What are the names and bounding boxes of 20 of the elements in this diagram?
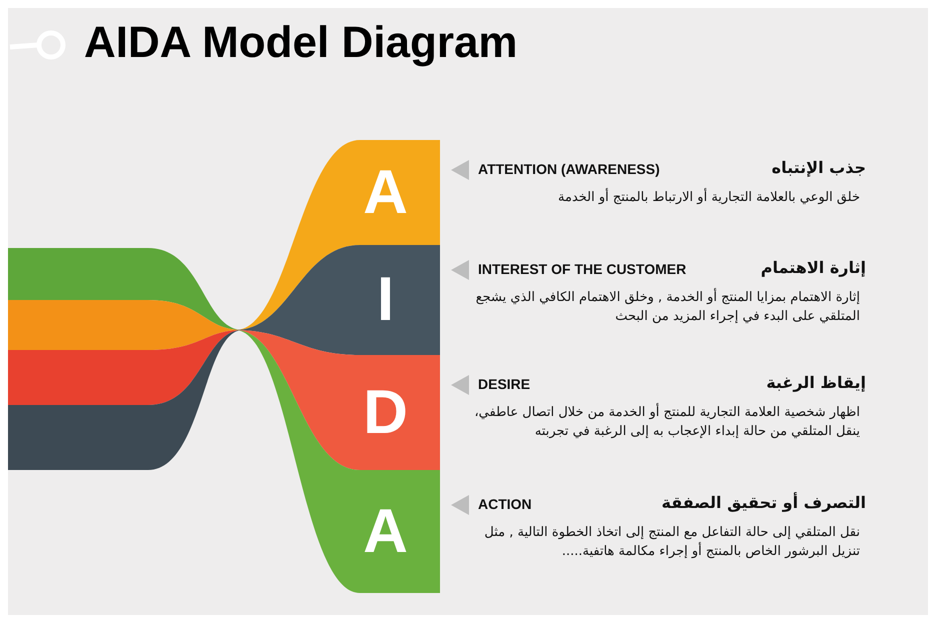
curved-band — [235, 330, 440, 470]
arabic-heading: إيقاظ الرغبة — [766, 373, 866, 392]
band-letter: D — [363, 382, 408, 444]
stage-heading: DESIRE — [478, 376, 530, 392]
stage-heading: ACTION — [478, 496, 532, 512]
curved-band — [235, 140, 440, 330]
description-text: خلق الوعي بالعلامة التجارية أو الارتباط بالمنتج أو الخدمة — [557, 188, 860, 207]
band-letter: A — [363, 500, 408, 562]
description-text: نقل المتلقي إلى حالة التفاعل مع المنتج إلى اتخاذ الخطوة التالية , مثل تنزيل البرشور الخاص بالمنتج أو إجراء مكالمة هاتفية..... — [483, 524, 860, 561]
title: AIDA Model Diagram — [84, 18, 518, 68]
curved-band — [235, 330, 440, 593]
band-letter: I — [376, 269, 396, 331]
arabic-heading: التصرف أو تحقيق الصفقة — [662, 493, 866, 512]
stage-heading: INTEREST OF THE CUSTOMER — [478, 261, 686, 277]
stage-heading: ATTENTION (AWARENESS) — [478, 161, 660, 177]
description-text: اظهار شخصية العلامة التجارية للمنتج أو الخدمة من خلال اتصال عاطفي، ينقل المتلقي من حالة إبداء الإعجاب به إلى الرغبة في تجربته — [473, 403, 860, 441]
band-letter: A — [363, 162, 408, 224]
arabic-heading: إثارة الاهتمام — [760, 258, 866, 277]
arabic-heading: جذب الإنتباه — [772, 158, 866, 177]
description-text: إثارة الاهتمام بمزايا المنتج أو الخدمة , وخلق الاهتمام الكافي الذي يشجع المتلقي على البدء في إجراء المزيد من البحث — [474, 288, 860, 326]
